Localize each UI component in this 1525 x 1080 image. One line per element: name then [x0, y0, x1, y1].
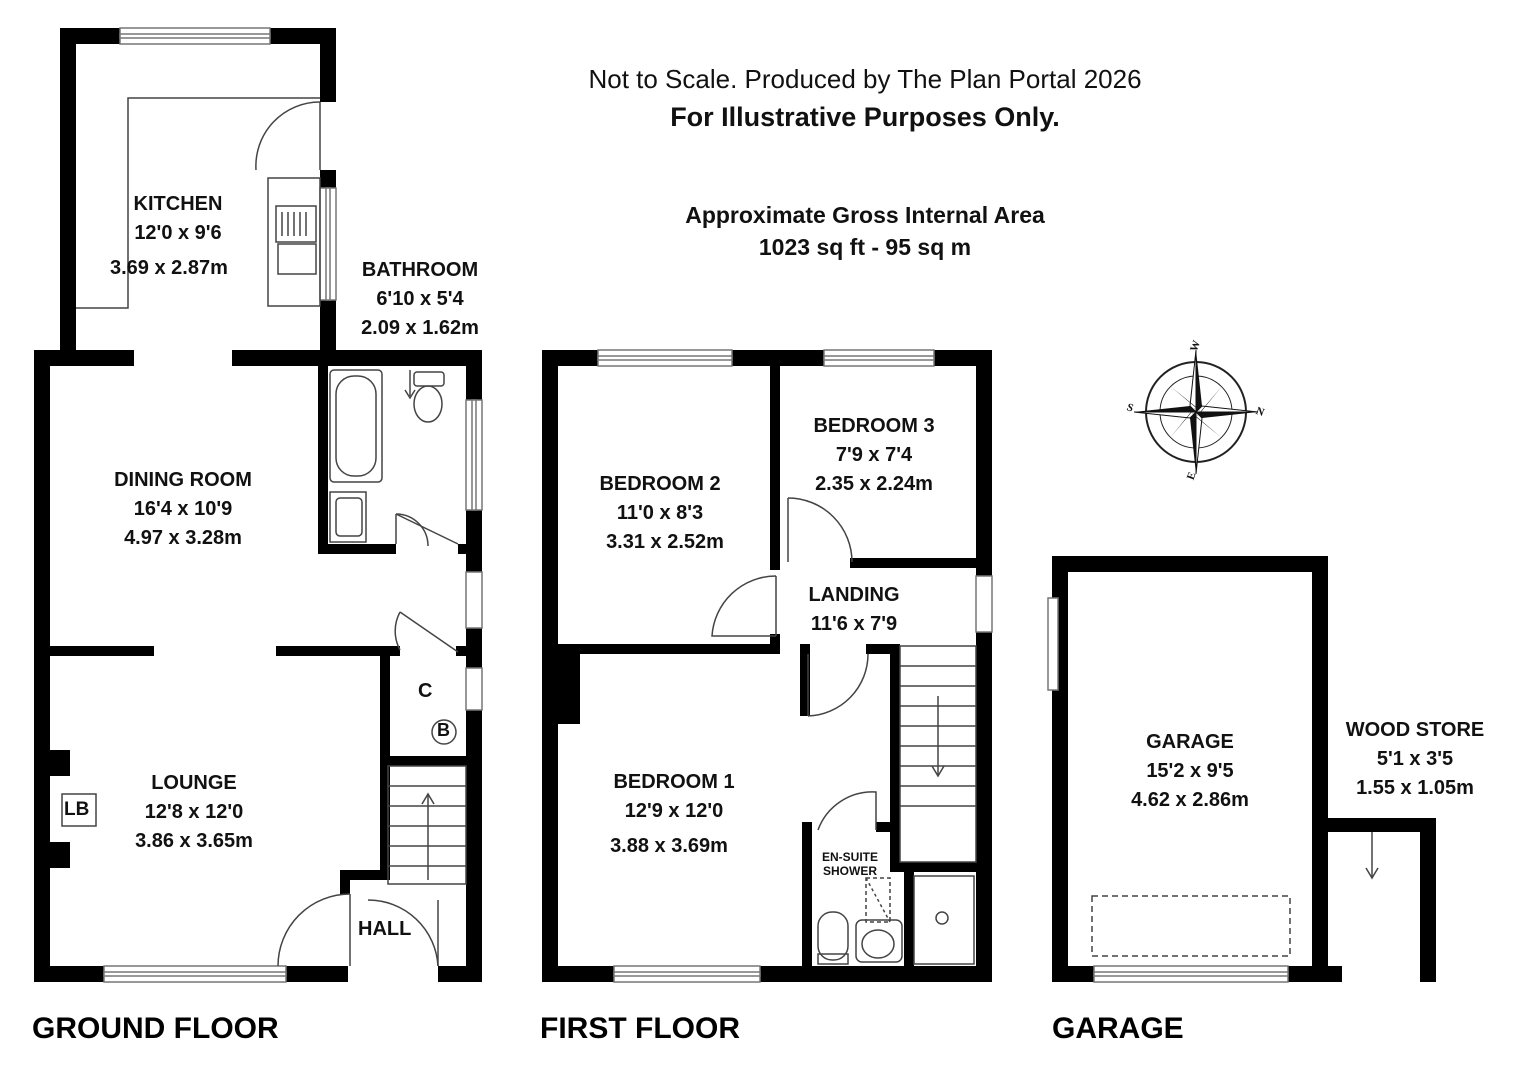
garage-walls: [1052, 556, 1436, 982]
lounge-name: LOUNGE: [151, 772, 237, 794]
bedroom3-imperial: 7'9 x 7'4: [835, 444, 913, 466]
room-bedroom3: BEDROOM 3 7'9 x 7'4 2.35 x 2.24m: [744, 412, 1004, 499]
garage-imperial: 15'2 x 9'5: [1146, 760, 1234, 782]
kitchen-fixtures: [76, 97, 321, 309]
kitchen-imperial: 12'0 x 9'6: [134, 222, 222, 244]
ground-doors-stairs: [61, 611, 467, 967]
room-lounge: LOUNGE 12'8 x 12'0 3.86 x 3.65m: [64, 769, 324, 856]
area-value: 1023 sq ft - 95 sq m: [758, 234, 972, 260]
bathroom-metric: 2.09 x 1.62m: [361, 317, 479, 339]
dining-metric: 4.97 x 3.28m: [124, 527, 242, 549]
woodstore-imperial: 5'1 x 3'5: [1376, 748, 1454, 770]
dining-name: DINING ROOM: [114, 469, 252, 491]
room-dining: DINING ROOM 16'4 x 10'9 4.97 x 3.28m: [53, 466, 313, 553]
disclaimer-text: Not to Scale. Produced by The Plan Porta…: [588, 64, 1142, 94]
bedroom1-metric: 3.88 x 3.69m: [610, 835, 728, 857]
bathroom-fixtures: [329, 369, 459, 547]
garage-fixtures: [1091, 832, 1379, 957]
woodstore-name: WOOD STORE: [1345, 719, 1485, 741]
room-bedroom1: BEDROOM 1 12'9 x 12'0 3.88 x 3.69m: [544, 768, 804, 861]
garage-metric: 4.62 x 2.86m: [1131, 789, 1249, 811]
lounge-metric: 3.86 x 3.65m: [135, 830, 253, 852]
first-floor-walls: [542, 350, 992, 982]
bathroom-name: BATHROOM: [361, 259, 479, 281]
compass-rose: [1133, 349, 1259, 475]
cupboard-label: C: [418, 680, 433, 702]
windows: [103, 27, 1289, 983]
room-bedroom2: BEDROOM 2 11'0 x 8'3 3.31 x 2.52m: [530, 470, 790, 557]
bathroom-imperial: 6'10 x 5'4: [376, 288, 464, 310]
ensuite-line1: EN-SUITE: [821, 850, 878, 864]
bedroom1-imperial: 12'9 x 12'0: [624, 800, 724, 822]
bedroom3-metric: 2.35 x 2.24m: [815, 473, 933, 495]
dining-imperial: 16'4 x 10'9: [133, 498, 233, 520]
ensuite-label: EN-SUITE SHOWER: [814, 850, 886, 878]
ground-floor-title: GROUND FLOOR: [32, 1012, 279, 1045]
woodstore-metric: 1.55 x 1.05m: [1356, 777, 1474, 799]
garage-title: GARAGE: [1052, 1012, 1184, 1045]
kitchen-name: KITCHEN: [133, 193, 223, 215]
hall-label: HALL: [358, 918, 412, 940]
bedroom1-name: BEDROOM 1: [613, 771, 735, 793]
kitchen-metric: 3.69 x 2.87m: [110, 257, 228, 279]
bedroom2-imperial: 11'0 x 8'3: [616, 502, 704, 524]
room-kitchen: KITCHEN 12'0 x 9'6 3.69 x 2.87m: [48, 190, 308, 283]
garage-name: GARAGE: [1146, 731, 1234, 753]
first-floor-title: FIRST FLOOR: [540, 1012, 740, 1045]
boiler-label: B: [437, 720, 450, 740]
landing-name: LANDING: [808, 584, 900, 606]
bedroom2-metric: 3.31 x 2.52m: [606, 531, 724, 553]
room-bathroom: BATHROOM 6'10 x 5'4 2.09 x 1.62m: [290, 256, 550, 343]
area-title: Approximate Gross Internal Area: [685, 202, 1045, 228]
first-floor-doors-stairs: [711, 497, 977, 965]
room-garage: GARAGE 15'2 x 9'5 4.62 x 2.86m: [1060, 728, 1320, 815]
room-landing: LANDING 11'6 x 7'9: [724, 581, 984, 639]
log-burner-label: LB: [64, 799, 90, 820]
bedroom3-name: BEDROOM 3: [813, 415, 935, 437]
illustrative-text: For Illustrative Purposes Only.: [670, 102, 1060, 132]
bedroom2-name: BEDROOM 2: [599, 473, 721, 495]
lounge-imperial: 12'8 x 12'0: [144, 801, 244, 823]
landing-imperial: 11'6 x 7'9: [810, 613, 898, 635]
room-woodstore: WOOD STORE 5'1 x 3'5 1.55 x 1.05m: [1285, 716, 1525, 803]
ground-floor-walls: [34, 28, 482, 982]
ensuite-line2: SHOWER: [823, 864, 877, 878]
